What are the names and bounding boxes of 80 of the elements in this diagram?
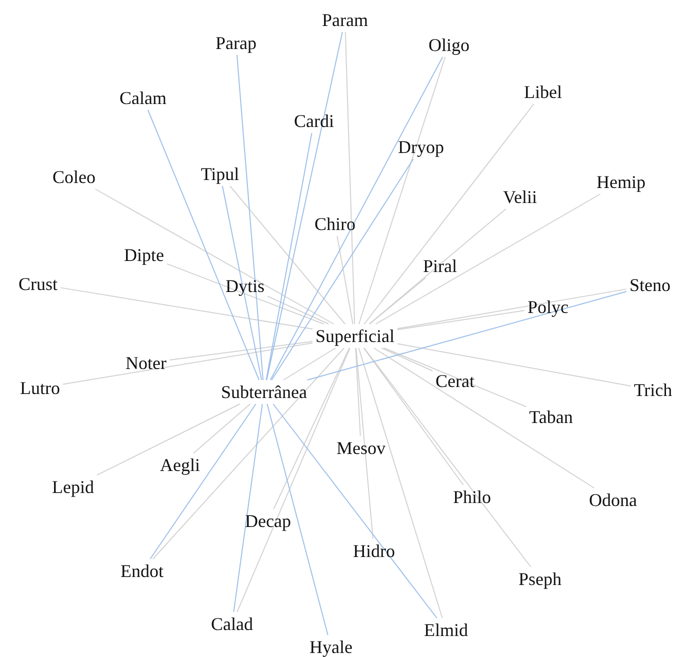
node-label: Velii [502,187,538,207]
connector-line [397,310,525,330]
connector-line [355,348,361,436]
connector-line [356,348,374,540]
node-label: Elmid [423,620,469,640]
connector-line [271,158,414,380]
node-label: Decap [244,511,292,531]
connector-line [169,341,313,360]
connector-line [375,194,601,324]
node-label: Cardi [293,111,335,131]
node-label: Coleo [52,167,96,187]
node-label: Endot [120,561,164,581]
node-label: Dipte [123,245,165,265]
connector-line [384,348,527,408]
connector-line [60,287,313,330]
node-label: Crust [18,274,58,294]
connector-line [236,348,350,612]
node-label: Philo [452,487,492,507]
node-label: Noter [124,353,168,373]
node-label: Hidro [352,541,396,561]
node-label: Odona [588,490,638,510]
connector-line [273,348,350,510]
node-label: Pseph [518,569,562,589]
connector-line [62,342,313,385]
node-label: Param [321,10,369,30]
connector-line [266,32,343,380]
node-label: Mesov [336,438,386,458]
connector-line [373,348,595,488]
connector-line [270,56,444,380]
node-label: Chiro [314,214,356,234]
node-label: Calam [118,88,168,108]
connector-line [364,348,532,568]
connector-line [358,348,443,618]
node-label: Hemip [596,172,646,192]
connector-line [166,263,324,324]
connector-line [230,186,346,324]
node-label: Superficial [314,326,396,346]
connector-line [306,291,627,380]
connector-line [368,208,506,324]
connector-line [150,404,256,560]
node-label: Lepid [51,477,95,497]
node-label: Steno [628,275,672,295]
connector-line [272,404,438,618]
node-label: Parap [214,33,258,53]
connector-line [222,186,262,380]
connector-line [147,110,260,380]
connector-line [381,348,433,372]
connector-line [193,404,251,454]
connector-line [397,288,627,330]
node-label: Aegli [159,455,201,475]
connector-line [358,56,446,324]
node-label: Taban [528,407,574,427]
connector-line [369,278,426,324]
connector-line [336,236,354,324]
connector-line [96,404,240,476]
connector-line [266,404,328,636]
connector-line [397,343,632,386]
node-label: Dryop [397,137,445,157]
connector-line [364,104,534,324]
connector-line [233,404,263,612]
node-label: Lutro [19,378,61,398]
node-label: Libel [523,82,563,102]
connector-line [152,348,345,560]
connector-line [283,348,336,380]
connector-line [344,32,356,324]
node-label: Cerat [434,371,476,391]
node-label: Dytis [224,276,266,296]
connector-line [267,296,330,324]
connector-line [363,348,464,486]
node-label: Piral [422,256,458,276]
node-label: Trich [632,380,674,400]
node-label: Tipul [200,164,240,184]
node-label: Polyc [526,297,570,317]
connector-line [236,54,264,380]
connector-line [94,188,334,324]
connector-line [266,132,312,380]
node-label: Subterrânea [220,382,308,402]
node-label: Hyale [308,637,354,657]
node-label: Calad [210,614,254,634]
node-label: Oligo [428,35,470,55]
